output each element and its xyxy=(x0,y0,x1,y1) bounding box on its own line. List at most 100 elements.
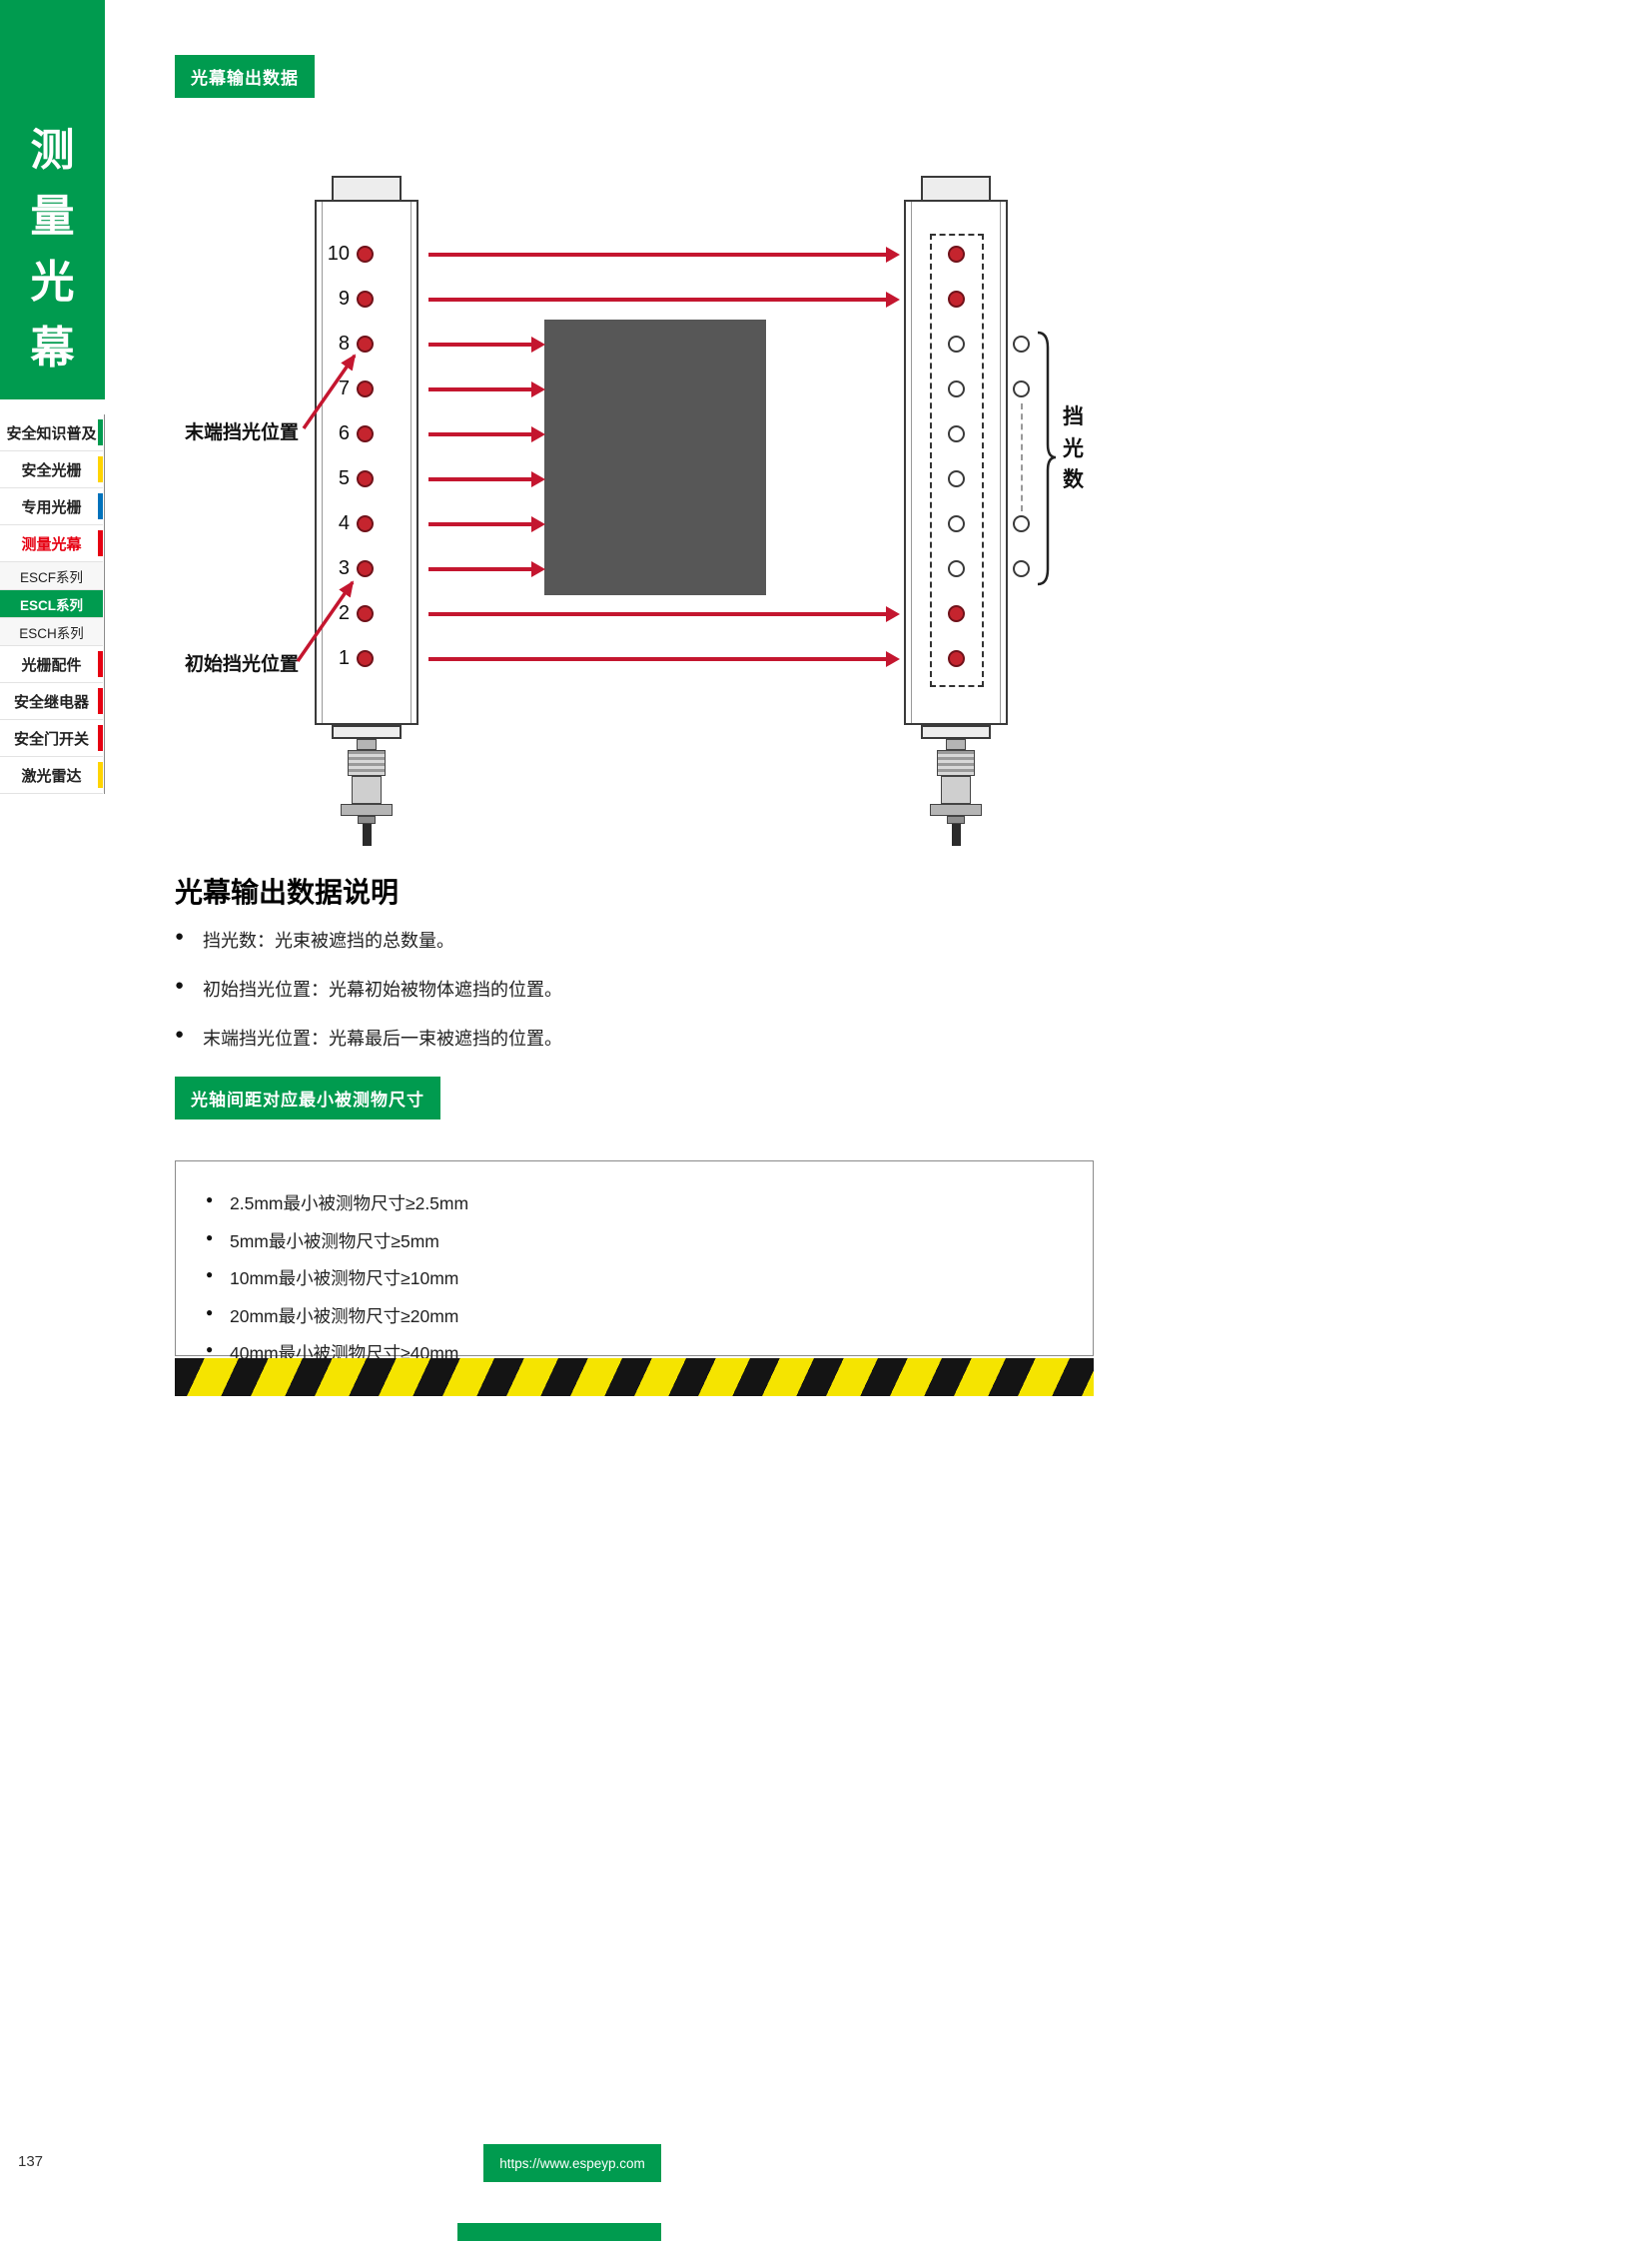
sidebar-item-label: 安全门开关 xyxy=(13,730,89,748)
receiver-beam-dot xyxy=(948,291,965,308)
sidebar-item-safety-door-switch[interactable]: 安全门开关 xyxy=(0,720,103,757)
sidebar-category-block: 测量光幕 xyxy=(0,0,105,399)
connector-ribbed-body xyxy=(937,750,975,776)
emitter-top-cap xyxy=(332,176,402,202)
beam-number: 7 xyxy=(338,377,350,399)
connector-nut xyxy=(341,804,393,816)
connector-neck xyxy=(357,739,377,750)
beam-number: 10 xyxy=(327,243,350,265)
footer-decoration-strip xyxy=(457,2223,661,2241)
explain-title: 光幕输出数据说明 xyxy=(175,877,400,908)
sidebar-item-special-light-curtain[interactable]: 专用光栅 xyxy=(0,488,103,525)
sidebar-item-label: 光栅配件 xyxy=(21,656,82,674)
beam-arrow xyxy=(428,606,900,622)
min-object-size-box: 2.5mm最小被测物尺寸≥2.5mm 5mm最小被测物尺寸≥5mm 10mm最小… xyxy=(175,1160,1094,1363)
receiver-beam-dot-blocked xyxy=(948,380,965,397)
section-badge-min-object-size: 光轴间距对应最小被测物尺寸 xyxy=(175,1077,440,1120)
size-item: 5mm最小被测物尺寸≥5mm xyxy=(206,1228,1093,1253)
receiver-tower-body xyxy=(904,200,1008,725)
connector-neck xyxy=(946,739,966,750)
hazard-stripe-bar xyxy=(175,1358,1094,1396)
sidebar-item-escl-series[interactable]: ESCL系列 xyxy=(0,590,103,618)
connector-tip xyxy=(947,816,965,824)
accent-bar xyxy=(98,651,103,677)
connector-body xyxy=(941,776,971,804)
receiver-connector xyxy=(926,739,986,846)
sidebar-item-label: ESCL系列 xyxy=(19,597,83,613)
beam-arrow xyxy=(428,651,900,667)
beam-arrow-blocked xyxy=(428,337,545,353)
receiver-beam-dot xyxy=(948,650,965,667)
beam-number: 9 xyxy=(338,288,350,310)
sidebar-item-label: ESCH系列 xyxy=(19,625,84,641)
beam-number: 5 xyxy=(338,467,350,489)
sidebar-item-lidar[interactable]: 激光雷达 xyxy=(0,757,103,794)
sidebar-item-label: 测量光幕 xyxy=(21,535,82,553)
explain-bullet: 末端挡光位置：光幕最后一束被遮挡的位置。 xyxy=(175,1025,562,1051)
receiver-bottom-cap xyxy=(921,725,991,739)
accent-bar xyxy=(98,762,103,788)
sidebar-item-label: 专用光栅 xyxy=(21,498,82,516)
emitter-beam-dot xyxy=(357,425,374,442)
sidebar-item-measuring-light-curtain[interactable]: 测量光幕 xyxy=(0,525,103,562)
connector-cable xyxy=(951,824,961,846)
receiver-beam-dot-blocked xyxy=(948,470,965,487)
emitter-bottom-cap xyxy=(332,725,402,739)
beam-number: 1 xyxy=(338,647,350,669)
receiver-beam-dot-blocked xyxy=(948,425,965,442)
explain-list: 挡光数：光束被遮挡的总数量。 初始挡光位置：光幕初始被物体遮挡的位置。 末端挡光… xyxy=(175,927,562,1074)
count-indicator-dot xyxy=(1013,380,1030,397)
receiver-beam-dot xyxy=(948,605,965,622)
explain-bullet: 挡光数：光束被遮挡的总数量。 xyxy=(175,927,562,953)
end-block-position-label: 末端挡光位置 xyxy=(185,422,300,443)
sidebar-item-safety-relay[interactable]: 安全继电器 xyxy=(0,683,103,720)
beam-arrow-blocked xyxy=(428,381,545,397)
connector-body xyxy=(352,776,382,804)
emitter-beam-dot xyxy=(357,650,374,667)
accent-bar xyxy=(98,493,103,519)
beam-arrow-blocked xyxy=(428,561,545,577)
count-indicator-dot xyxy=(1013,515,1030,532)
emitter-connector xyxy=(337,739,397,846)
accent-bar xyxy=(98,530,103,556)
sidebar-nav: 安全知识普及 安全光栅 专用光栅 测量光幕 ESCF系列 ESCL系列 ESCH… xyxy=(0,414,105,794)
beam-arrow-blocked xyxy=(428,471,545,487)
sidebar-item-grating-accessories[interactable]: 光栅配件 xyxy=(0,646,103,683)
receiver-beam-dot xyxy=(948,246,965,263)
connector-cable xyxy=(362,824,372,846)
section-badge-output-data: 光幕输出数据 xyxy=(175,55,315,98)
emitter-beam-dot xyxy=(357,560,374,577)
receiver-indicator-dashed-box xyxy=(930,234,984,687)
sidebar-item-safety-knowledge[interactable]: 安全知识普及 xyxy=(0,414,103,451)
blocking-object xyxy=(544,320,766,595)
accent-bar xyxy=(98,419,103,445)
accent-bar xyxy=(98,456,103,482)
beam-number: 4 xyxy=(338,512,350,534)
emitter-beam-dot xyxy=(357,336,374,353)
receiver-beam-dot-blocked xyxy=(948,515,965,532)
footer-url-badge[interactable]: https://www.espeyp.com xyxy=(483,2144,661,2182)
size-item: 10mm最小被测物尺寸≥10mm xyxy=(206,1265,1093,1290)
connector-tip xyxy=(358,816,376,824)
sidebar-item-label: 激光雷达 xyxy=(21,767,82,785)
sidebar-item-escf-series[interactable]: ESCF系列 xyxy=(0,562,103,590)
sidebar-vertical-title-text: 测量光幕 xyxy=(30,126,75,373)
receiver-beam-dot-blocked xyxy=(948,336,965,353)
count-dashed-line xyxy=(1021,403,1023,511)
sidebar-item-label: 安全知识普及 xyxy=(6,424,97,442)
count-indicator-dot xyxy=(1013,560,1030,577)
beam-number: 6 xyxy=(338,422,350,444)
sidebar-item-label: 安全光栅 xyxy=(21,461,82,479)
sidebar-item-esch-series[interactable]: ESCH系列 xyxy=(0,618,103,646)
sidebar-item-safety-light-curtain[interactable]: 安全光栅 xyxy=(0,451,103,488)
light-curtain-diagram: 10 9 8 7 6 5 4 3 2 1 xyxy=(180,150,1129,894)
beam-number: 3 xyxy=(338,557,350,579)
beam-arrow xyxy=(428,247,900,263)
beam-number: 8 xyxy=(338,333,350,355)
emitter-beam-dot xyxy=(357,380,374,397)
sidebar-vertical-title: 测量光幕 xyxy=(0,118,105,381)
emitter-beam-dot xyxy=(357,470,374,487)
sidebar-item-label: 安全继电器 xyxy=(13,693,89,711)
accent-bar xyxy=(98,688,103,714)
